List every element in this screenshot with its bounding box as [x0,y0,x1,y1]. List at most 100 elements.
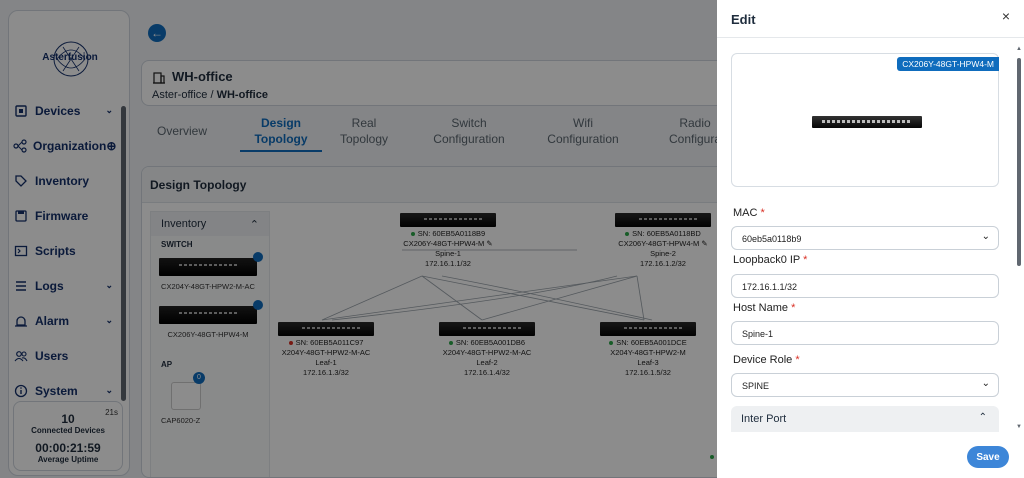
tag-icon [13,173,29,189]
sidebar-scrollbar[interactable] [121,106,126,401]
host-name-input[interactable]: Spine-1 [731,321,999,345]
scroll-down-arrow[interactable]: ▼ [1016,424,1022,430]
switch-image [159,258,257,276]
chevron-down-icon: ⌄ [981,231,990,242]
sidebar-item-devices[interactable]: Devices ⌄ [11,93,123,128]
topology-node-spine-2[interactable]: SN: 60EB5A0118BD CX206Y-48GT-HPW4-M ✎ Sp… [603,213,723,269]
switch-image [159,306,257,324]
breadcrumb: Aster-office / WH-office [152,89,268,101]
tab-label: Wifi [573,116,593,130]
mac-select[interactable]: 60eb5a0118b9⌄ [731,226,999,250]
inter-port-accordion[interactable]: Inter Port⌃ [731,406,999,432]
node-model: X204Y-48GT-HPW2-M [610,348,686,357]
site-header: WH-office Aster-office / WH-office [141,60,741,106]
tab-label: Topology [254,132,308,146]
field-label-text: Loopback0 IP [733,254,801,266]
sidebar-item-users[interactable]: Users [11,338,123,373]
sidebar-item-label: Organization [33,138,107,153]
connected-count: 10 [61,412,75,426]
mac-label: MAC * [733,207,765,219]
alarm-icon [13,313,29,329]
save-button[interactable]: Save [967,446,1009,468]
design-topology-card: Design Topology Inventory ⌃ SWITCH CX204… [141,166,741,478]
sidebar-item-organization[interactable]: Organization ⊕ [11,128,123,163]
field-label-text: Device Role [733,354,793,366]
sidebar-item-firmware[interactable]: Firmware [11,198,123,233]
count-badge: 0 [193,372,205,384]
required-mark: * [803,254,808,266]
field-value: SPINE [742,381,770,391]
drawer-scrollbar[interactable] [1017,58,1021,266]
count-badge [253,300,263,310]
topology-node-spine-1[interactable]: SN: 60EB5A0118B9 CX206Y-48GT-HPW4-M ✎ Sp… [388,213,508,269]
logo-icon [53,41,89,77]
node-sn: SN: 60EB5A0118BD [632,229,701,238]
arrow-left-icon: ← [151,26,163,40]
add-circle-icon: ⊕ [106,138,117,153]
topology-links [321,249,653,321]
divider [717,37,1024,38]
logo-text: Asterfusion [42,52,98,63]
required-mark: * [791,302,796,314]
sidebar-item-scripts[interactable]: Scripts [11,233,123,268]
count-badge [253,252,263,262]
inventory-ap-item[interactable]: 0 CAP6020-Z [151,372,269,432]
ap-section-label: AP [161,360,173,369]
inventory-panel: Inventory ⌃ SWITCH CX204Y-48GT-HPW2-M-AC… [150,211,270,477]
loopback-label: Loopback0 IP * [733,254,807,266]
required-mark: * [795,354,800,366]
sidebar-item-alarm[interactable]: Alarm ⌄ [11,303,123,338]
sidebar-item-label: Alarm [35,313,70,328]
tab-overview[interactable]: Overview [157,123,207,139]
loopback-input[interactable]: 172.16.1.1/32 [731,274,999,298]
status-dot [410,232,415,237]
topology-node-leaf-3[interactable]: SN: 60EB5A001DCE X204Y-48GT-HPW2-M Leaf-… [588,322,708,378]
topology-node-leaf-2[interactable]: SN: 60EB5A001DB6 X204Y-48GT-HPW2-M-AC Le… [427,322,547,378]
devices-icon [13,103,29,119]
inventory-switch-item[interactable]: CX204Y-48GT-HPW2-M-AC [151,252,269,300]
organization-icon [13,138,27,154]
topology-canvas[interactable]: SN: 60EB5A0118B9 CX206Y-48GT-HPW4-M ✎ Sp… [272,203,740,477]
sidebar-item-inventory[interactable]: Inventory [11,163,123,198]
chevron-down-icon: ⌄ [105,105,113,115]
node-model: X204Y-48GT-HPW2-M-AC [442,348,532,357]
tab-label: Configura [668,132,722,146]
tab-label: Design [260,116,301,130]
inventory-header[interactable]: Inventory ⌃ [151,212,269,236]
status-dot [448,341,453,346]
topology-node-leaf-1[interactable]: SN: 60EB5A011C97 X204Y-48GT-HPW2-M-AC Le… [266,322,386,378]
inventory-switch-item[interactable]: CX206Y-48GT-HPW4-M [151,300,269,348]
host-name-label: Host Name * [733,302,795,314]
accordion-label: Inter Port [741,413,787,425]
sidebar-item-label: Inventory [35,173,90,188]
node-model: CX206Y-48GT-HPW4-M [618,239,700,248]
close-icon[interactable]: × [1001,8,1010,24]
field-value: 172.16.1.1/32 [742,282,798,292]
node-model: CX206Y-48GT-HPW4-M [403,239,485,248]
edit-icon[interactable]: ✎ [486,239,493,248]
drawer-body: CX206Y-48GT-HPW4-M MAC * 60eb5a0118b9⌄ L… [717,38,1015,432]
site-title-text: WH-office [172,69,233,84]
back-button[interactable]: ← [148,24,166,42]
scroll-up-arrow[interactable]: ▲ [1016,46,1022,52]
page-title: WH-office [152,69,233,84]
tab-label: Configuration [433,132,505,146]
breadcrumb-parent[interactable]: Aster-office / [152,89,217,101]
edit-icon[interactable]: ✎ [701,239,708,248]
required-mark: * [760,207,765,219]
node-sn: SN: 60EB5A001DB6 [455,338,526,347]
info-icon [13,383,29,399]
edit-drawer: Edit × CX206Y-48GT-HPW4-M MAC * 60eb5a01… [717,0,1024,478]
sidebar-item-system[interactable]: System ⌄ [11,373,123,408]
sidebar-nav: Devices ⌄ Organization ⊕ Inventory Firmw… [11,93,123,408]
switch-image [439,322,535,336]
sidebar-item-logs[interactable]: Logs ⌄ [11,268,123,303]
node-name: Spine-1 [435,249,461,258]
device-role-select[interactable]: SPINE⌄ [731,373,999,397]
field-value: Spine-1 [742,329,774,339]
